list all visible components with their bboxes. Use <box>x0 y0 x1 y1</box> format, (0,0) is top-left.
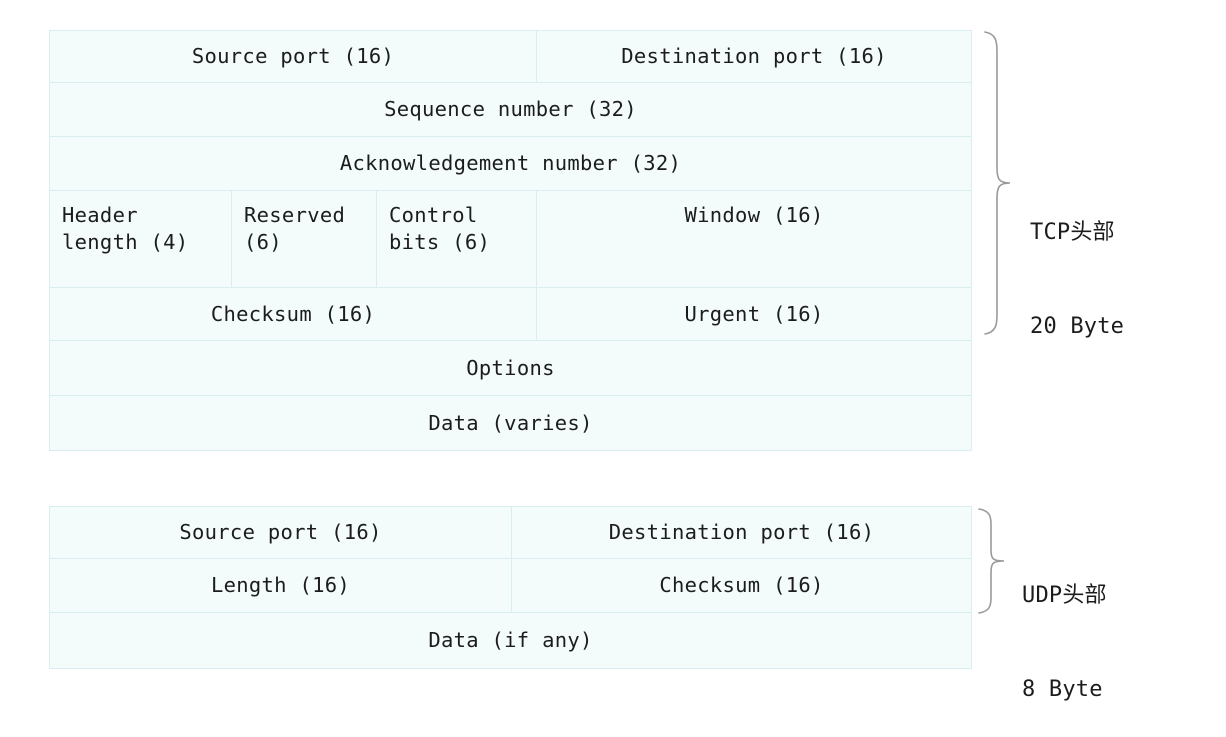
tcp-cell-sequence-number: Sequence number (32) <box>48 82 973 137</box>
udp-cell-checksum: Checksum (16) <box>511 558 972 613</box>
table-row: Source port (16) Destination port (16) <box>49 506 972 559</box>
table-row: Length (16) Checksum (16) <box>49 558 972 613</box>
tcp-cell-header-length: Header length (4) <box>49 190 232 288</box>
tcp-cell-control-bits: Control bits (6) <box>375 190 538 288</box>
tcp-sequence-number-label: Sequence number (32) <box>384 97 637 122</box>
udp-length-label: Length (16) <box>210 573 351 598</box>
tcp-cell-reserved: Reserved (6) <box>231 190 377 288</box>
table-row: Sequence number (32) <box>48 82 973 137</box>
tcp-header-brace-icon <box>980 28 1020 338</box>
table-row: Options <box>48 340 973 396</box>
udp-header-annotation: UDP头部 8 Byte <box>1022 518 1107 737</box>
table-row: Data (varies) <box>48 395 973 451</box>
udp-cell-source-port: Source port (16) <box>49 506 512 559</box>
tcp-destination-port-label: Destination port (16) <box>621 44 887 69</box>
tcp-window-label: Window (16) <box>684 203 824 227</box>
tcp-cell-checksum: Checksum (16) <box>48 287 538 341</box>
tcp-options-label: Options <box>466 355 555 380</box>
tcp-cell-destination-port: Destination port (16) <box>536 30 973 83</box>
tcp-source-port-label: Source port (16) <box>191 44 395 69</box>
udp-destination-port-label: Destination port (16) <box>608 520 875 545</box>
tcp-cell-window: Window (16) <box>536 190 973 288</box>
udp-annotation-line2: 8 Byte <box>1022 677 1103 703</box>
udp-annotation-line1: UDP头部 <box>1022 583 1107 609</box>
table-row: Checksum (16) Urgent (16) <box>48 287 973 341</box>
tcp-cell-data: Data (varies) <box>48 395 973 451</box>
udp-cell-length: Length (16) <box>49 558 512 613</box>
udp-cell-data: Data (if any) <box>49 612 972 669</box>
table-row: Data (if any) <box>49 612 972 669</box>
tcp-urgent-label: Urgent (16) <box>684 301 824 326</box>
tcp-acknowledgement-number-label: Acknowledgement number (32) <box>339 151 682 176</box>
tcp-cell-options: Options <box>48 340 973 396</box>
tcp-control-bits-label: Control bits (6) <box>389 203 491 254</box>
udp-cell-destination-port: Destination port (16) <box>511 506 972 559</box>
tcp-cell-source-port: Source port (16) <box>48 30 538 83</box>
table-row: Header length (4) Reserved (6) Control b… <box>49 190 973 288</box>
table-row: Source port (16) Destination port (16) <box>48 30 973 83</box>
tcp-annotation-line2: 20 Byte <box>1030 314 1125 340</box>
udp-header-table: Source port (16) Destination port (16) L… <box>49 506 972 669</box>
tcp-cell-urgent: Urgent (16) <box>536 287 973 341</box>
udp-checksum-label: Checksum (16) <box>659 573 824 598</box>
table-row: Acknowledgement number (32) <box>48 136 973 191</box>
udp-header-brace-icon <box>974 505 1014 617</box>
tcp-header-length-label: Header length (4) <box>62 203 189 254</box>
udp-data-label: Data (if any) <box>428 628 593 653</box>
tcp-cell-acknowledgement-number: Acknowledgement number (32) <box>48 136 973 191</box>
tcp-annotation-line1: TCP头部 <box>1030 220 1115 246</box>
udp-source-port-label: Source port (16) <box>179 520 382 545</box>
tcp-reserved-label: Reserved (6) <box>244 203 346 254</box>
tcp-header-annotation: TCP头部 20 Byte <box>1030 155 1124 374</box>
tcp-header-table: Source port (16) Destination port (16) S… <box>48 30 973 451</box>
tcp-data-label: Data (varies) <box>428 410 593 435</box>
tcp-checksum-label: Checksum (16) <box>210 301 376 326</box>
